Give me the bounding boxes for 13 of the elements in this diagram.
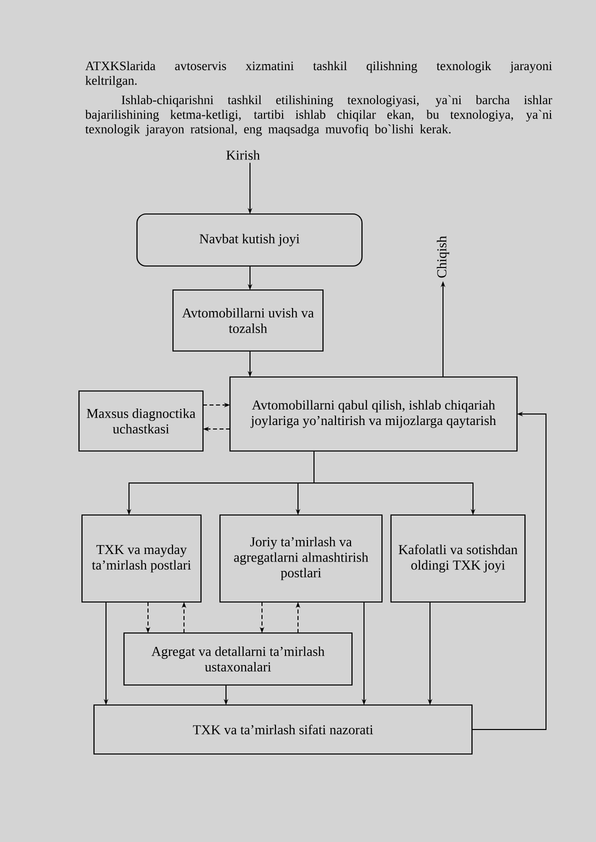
process-box: Agregat va detallarni ta’mirlash ustaxonalari	[123, 632, 353, 686]
process-box: Avtomobillarni qabul qilish, ishlab chiqariah joylariga yo’naltirish va mijozlarga qaytarish	[229, 376, 518, 452]
process-box: TXK va mayday ta’mirlash postlari	[81, 514, 202, 603]
process-box: Maxsus diagnoctika uchastkasi	[78, 390, 204, 452]
process-box: Kafolatli va sotishdan oldingi TXK joyi	[390, 514, 526, 603]
exit-label: Chiqish	[436, 236, 450, 278]
body-paragraph: ATXKSlarida avtoservis xizmatini tashkil qilishning texnologik jarayoni keltrilgan.	[85, 61, 552, 88]
body-paragraph: Ishlab-chiqarishni tashkil etilishining texnologiyasi, ya`ni barcha ishlar bajarilishining ketma-ketligi, tartibi ishlab chiqilar ekan, bu texnologiya, ya`ni texnologik jarayon ratsional, eng maqsadga muvofiq bo`lishi kerak.	[85, 95, 552, 136]
process-box: Joriy ta’mirlash va agregatlarni almashtirish postlari	[219, 514, 383, 603]
process-box: TXK va ta’mirlash sifati nazorati	[93, 704, 473, 755]
rounded-box: Navbat kutish joyi	[136, 213, 363, 267]
entry-label: Kirish	[226, 150, 260, 160]
process-box: Avtomobillarni uvish va tozalsh	[172, 289, 324, 352]
